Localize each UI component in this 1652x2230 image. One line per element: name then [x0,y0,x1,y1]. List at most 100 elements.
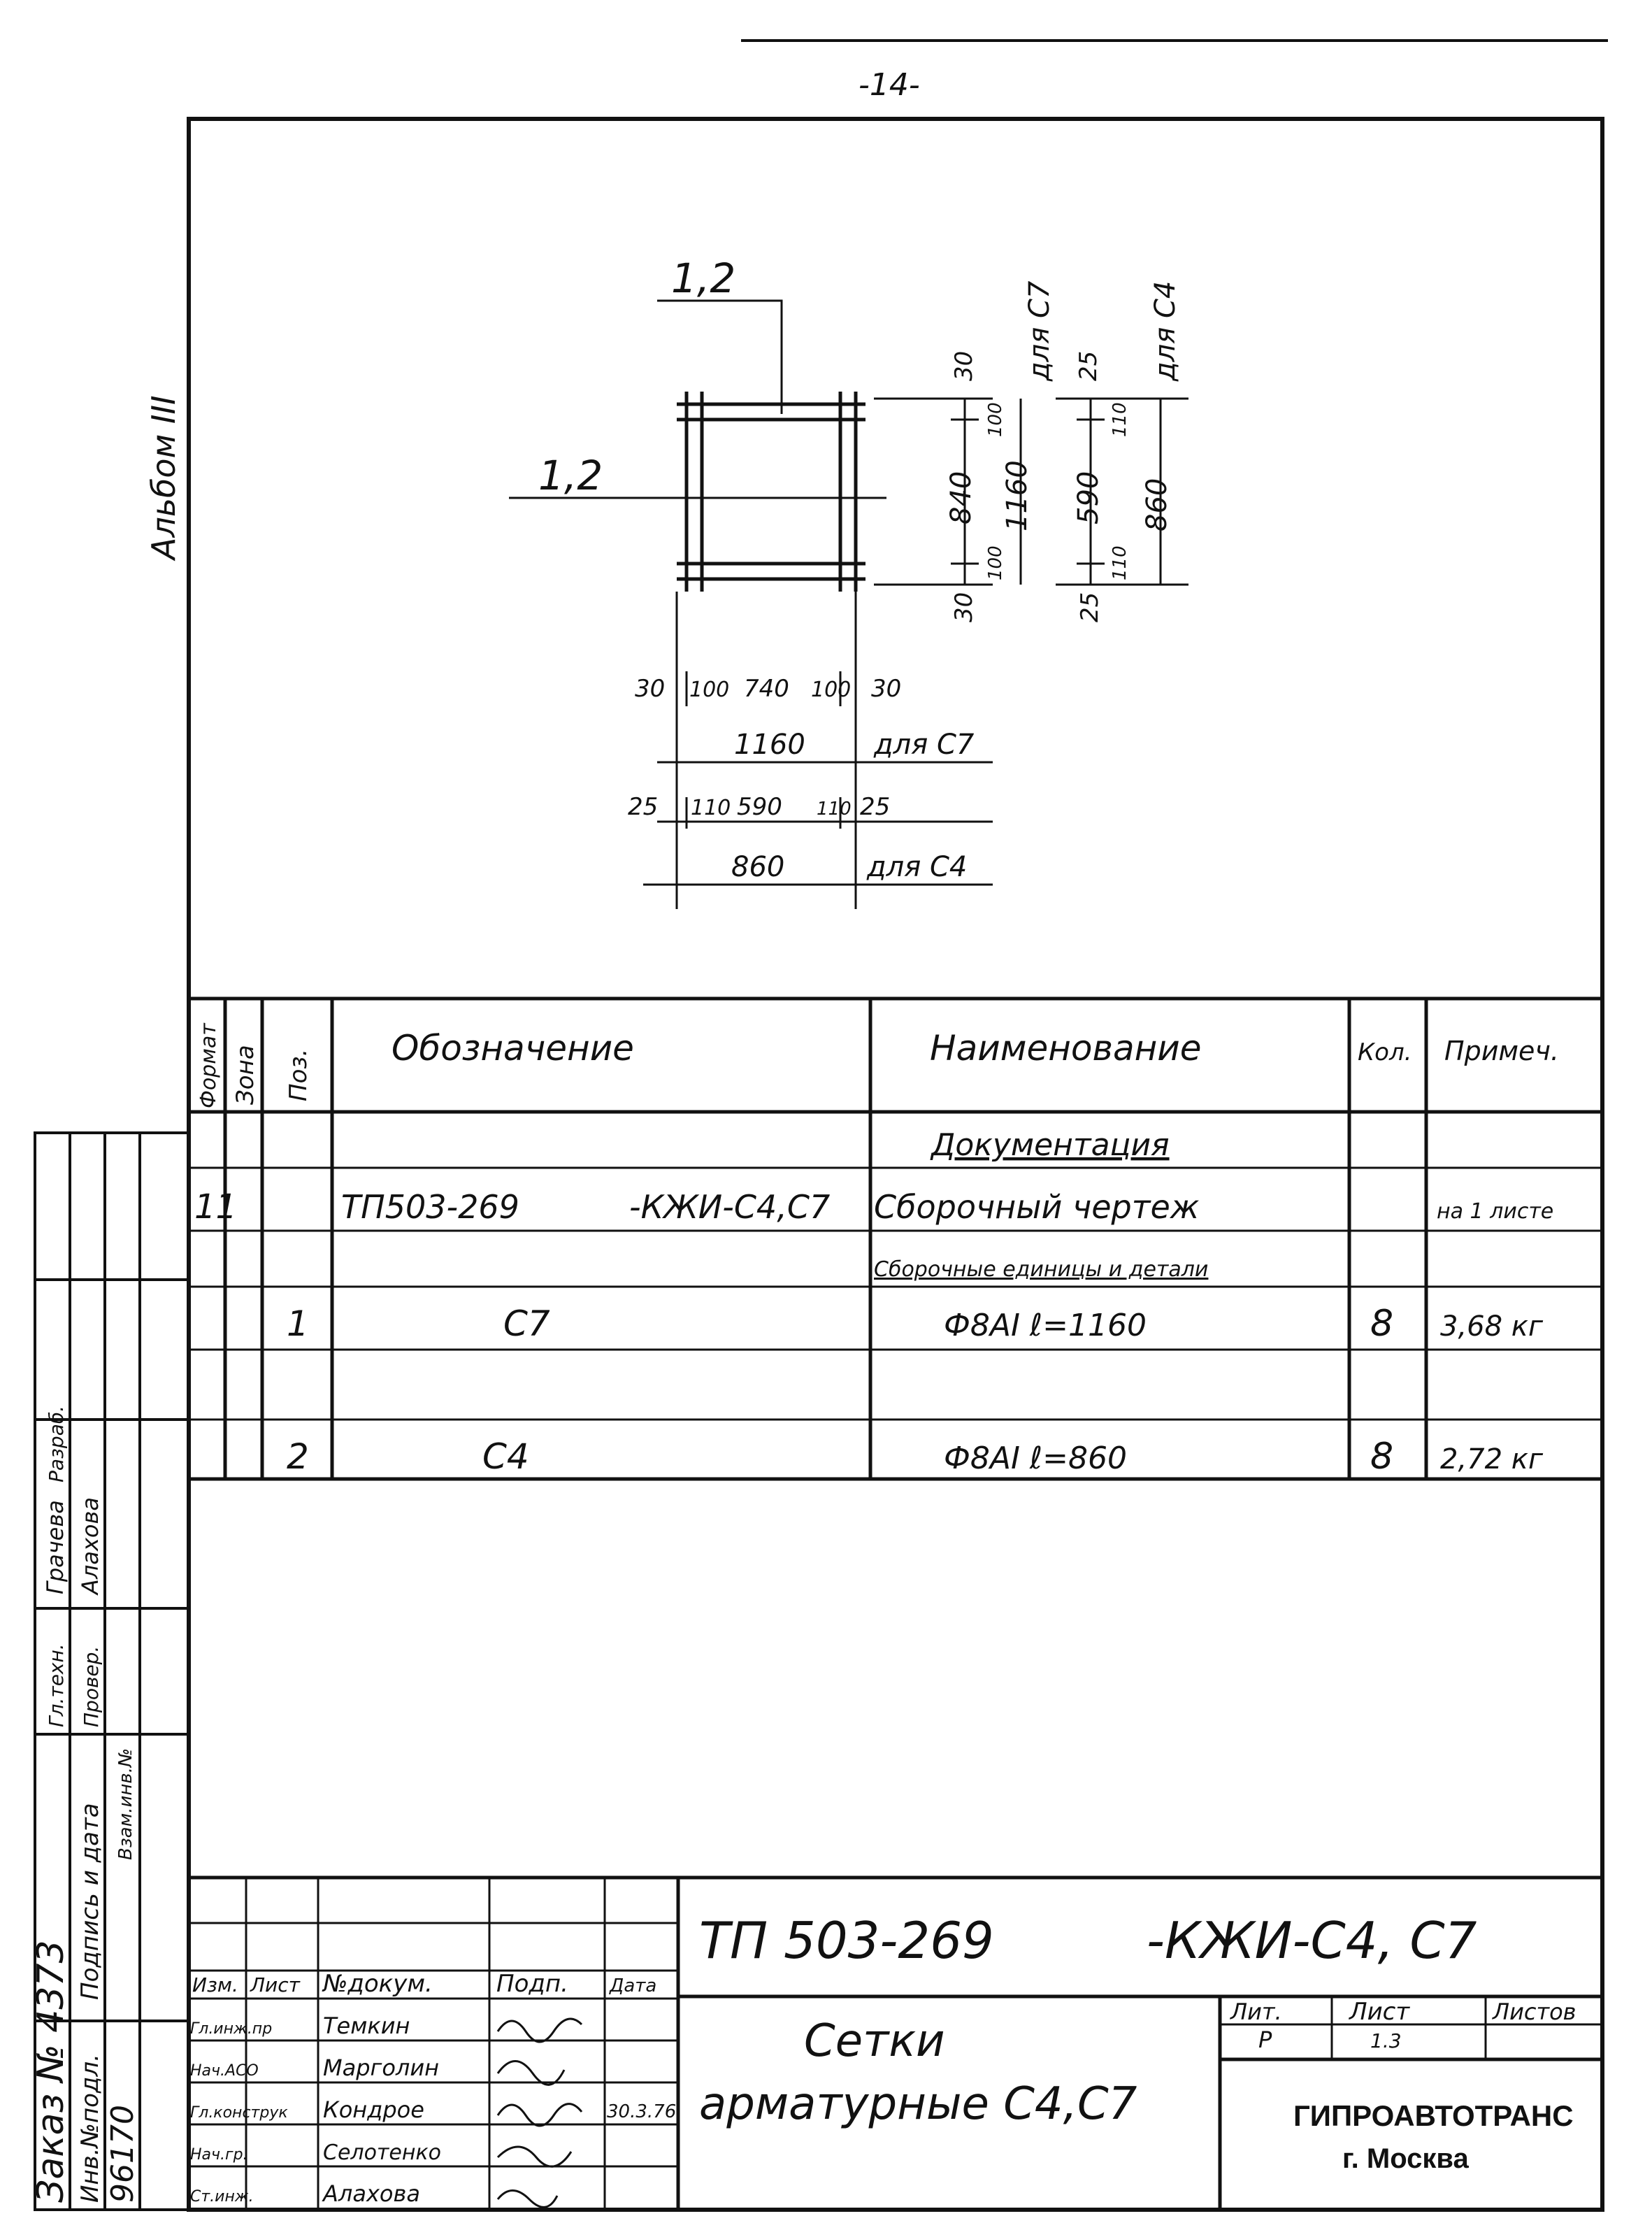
page-number: -14- [859,67,920,103]
row2-name: Ф8АI ℓ=1160 [944,1308,1147,1343]
callouts [509,299,886,499]
th-zone: Зона [231,1045,259,1105]
vdim-c4-top: 25 [1075,351,1102,381]
row3-name: Ф8АI ℓ=860 [944,1441,1127,1476]
row3-pos: 2 [287,1436,309,1477]
row3-qty: 8 [1370,1436,1393,1478]
th-format: Формат [196,1022,221,1108]
hdim-c4-590: 590 [737,793,782,821]
vdim-c7-100b: 100 [985,545,1006,580]
vdim-c7-header: для С7 [1023,280,1056,382]
left-stamp-order: Заказ № 4373 [30,1940,72,2203]
th-name: Наименование [930,1028,1202,1068]
hdim-c4-110a: 110 [691,796,731,820]
left-stamp-name-2: Алахова [77,1497,103,1596]
row2-note: 3,68 кг [1440,1310,1544,1343]
hdim-c7-30b: 30 [871,675,901,703]
hdim-c7-740: 740 [744,675,789,703]
tb-role-4: Нач.гр. [190,2146,248,2164]
hdim-c4-25b: 25 [860,793,890,821]
row2-designation: С7 [503,1303,550,1344]
tb-name-3: Кондрое [323,2096,424,2123]
section-docs: Документация [930,1127,1170,1163]
vdim-c4-total: 860 [1141,478,1173,531]
spec-table-rows [189,1166,1602,1421]
row1-note: на 1 листе [1437,1199,1553,1224]
hdim-c7-total: 1160 [734,729,805,761]
th-note: Примеч. [1444,1036,1559,1066]
th-qty: Кол. [1358,1038,1412,1066]
main-frame [187,117,1604,2212]
vdim-c4-590: 590 [1072,471,1105,524]
left-stamp-replace-label: Взам.инв.№ [115,1748,136,1860]
vdim-c7-840: 840 [945,471,977,524]
vdim-c7-total: 1160 [1001,460,1033,531]
tb-sheet-value: 1.3 [1370,2029,1402,2052]
tb-code: ТП 503-269 [699,1911,994,1970]
tb-lit-value: Р [1258,2027,1272,2053]
row2-pos: 1 [287,1303,309,1344]
vdim-c4-110a: 110 [1109,402,1130,437]
tb-name-5: Алахова [322,2180,420,2207]
hdim-c4-25a: 25 [628,793,658,821]
vdim-c4-110b: 110 [1109,545,1130,580]
title-block-grid [189,1875,1602,2210]
row2-qty: 8 [1370,1303,1393,1345]
row1-designation-left: ТП503-269 [341,1188,519,1226]
hdim-c7-100a: 100 [689,678,729,702]
tb-role-5: Ст.инж. [190,2188,254,2206]
vertical-dims [874,397,1188,586]
section-units: Сборочные единицы и детали [874,1257,1208,1282]
vdim-c7-bottom: 30 [950,592,978,622]
tb-code-suffix: -КЖИ-С4, С7 [1147,1911,1477,1970]
tb-sheets-label: Листов [1492,1999,1576,2025]
row3-note: 2,72 кг [1440,1443,1544,1475]
horizontal-dims [643,592,993,909]
hdim-c7-100b: 100 [811,678,851,702]
hdim-c4-label: для С4 [866,851,967,883]
title-block-thin [189,1878,1602,2210]
tb-role-1: Гл.инж.пр [190,2020,272,2038]
tb-sheet-label: Лист [1348,1998,1410,2026]
tb-header-sign: Подп. [496,1970,568,1998]
tb-title-line2: арматурные С4,С7 [699,2078,1137,2130]
vdim-c7-100a: 100 [985,402,1006,437]
left-stamp-role-1: Гл.техн. [45,1643,68,1727]
hdim-c7-label: для С7 [873,729,975,761]
pos-label-left: 1,2 [538,452,603,499]
mesh-drawing [677,392,865,592]
vdim-c4-header: для С4 [1149,281,1181,382]
tb-lit-label: Лит. [1230,1999,1282,2025]
left-stamp-inv-number: 96170 [105,2105,141,2203]
vdim-c4-bottom: 25 [1076,592,1104,622]
vdim-c7-top: 30 [950,351,978,381]
tb-role-3: Гл.конструк [190,2104,288,2122]
tb-org-city: г. Москва [1342,2143,1469,2174]
left-stamp-role-3: Разраб. [45,1406,68,1482]
tb-org-name: ГИПРОАВТОТРАНС [1293,2099,1574,2132]
tb-header-list: Лист [250,1973,301,1996]
pos-label-top: 1,2 [671,255,735,302]
left-stamp-role-2: Провер. [80,1646,103,1727]
hdim-c4-110b: 110 [817,799,852,820]
tb-header-doc: №докум. [322,1970,433,1998]
row1-designation-right: -КЖИ-С4,С7 [629,1188,830,1226]
left-stamp-grid [34,1131,190,2211]
left-stamp-sign-label: Подпись и дата [76,1803,104,2000]
hdim-c7-30a: 30 [635,675,665,703]
tb-name-2: Марголин [323,2054,439,2081]
tb-role-2: Нач.АСО [190,2062,259,2080]
row1-format: 11 [194,1187,237,1227]
top-rule [741,39,1608,42]
album-label: Альбом III [145,395,182,562]
tb-header-date: Дата [609,1975,656,1996]
row3-designation: С4 [482,1436,529,1477]
spec-table-grid [189,996,1602,1481]
hdim-c4-total: 860 [731,851,784,883]
left-stamp-inv-label: Инв.№подл. [76,2054,104,2203]
tb-header-izm: Изм. [192,1973,238,1996]
signatures [496,2017,583,2208]
th-pos: Поз. [285,1049,313,1101]
tb-name-1: Темкин [323,2013,410,2039]
